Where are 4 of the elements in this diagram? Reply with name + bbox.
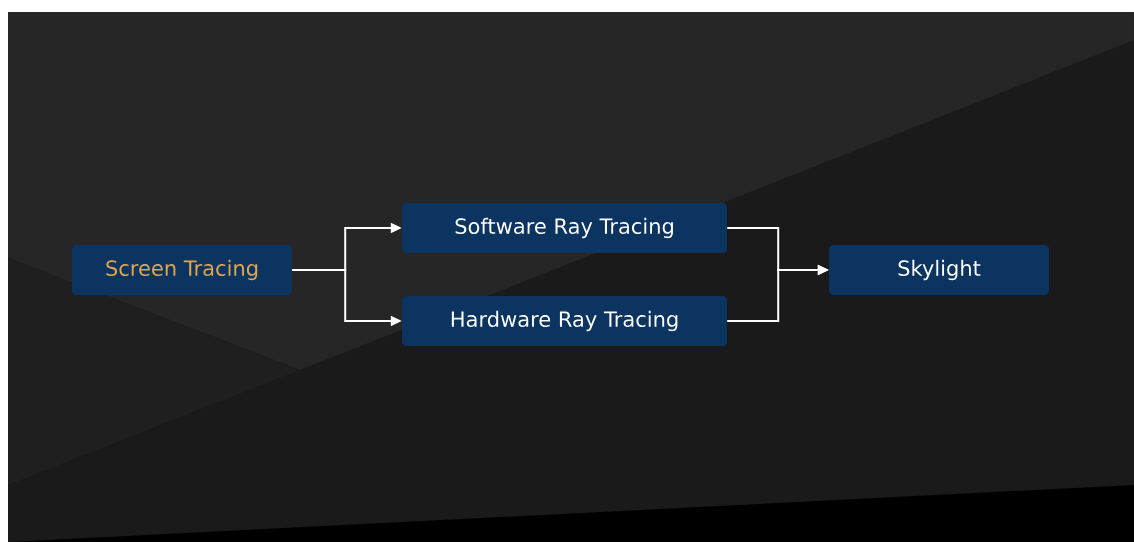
process-box: Software Ray Tracing [402, 203, 727, 253]
process-box: Hardware Ray Tracing [402, 296, 727, 346]
process-box: Screen Tracing [72, 245, 292, 295]
process-box: Skylight [829, 245, 1049, 295]
